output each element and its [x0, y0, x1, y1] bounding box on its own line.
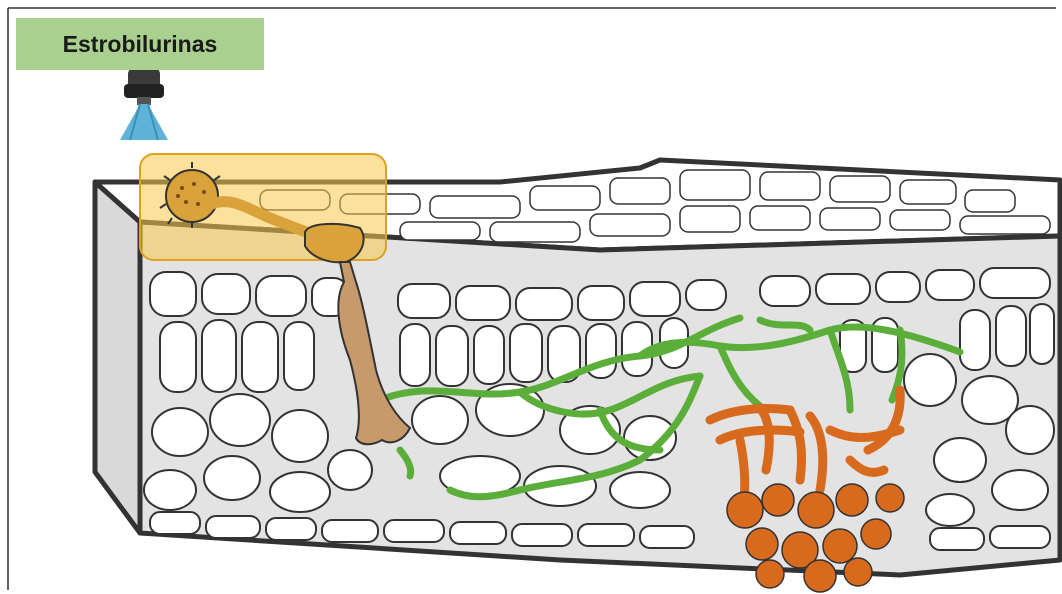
leaf-side-face — [95, 182, 140, 533]
strobilurin-label: Estrobilurinas — [16, 18, 264, 70]
sprayer-nozzle-icon — [124, 68, 164, 105]
spray-cone-icon — [120, 104, 168, 140]
